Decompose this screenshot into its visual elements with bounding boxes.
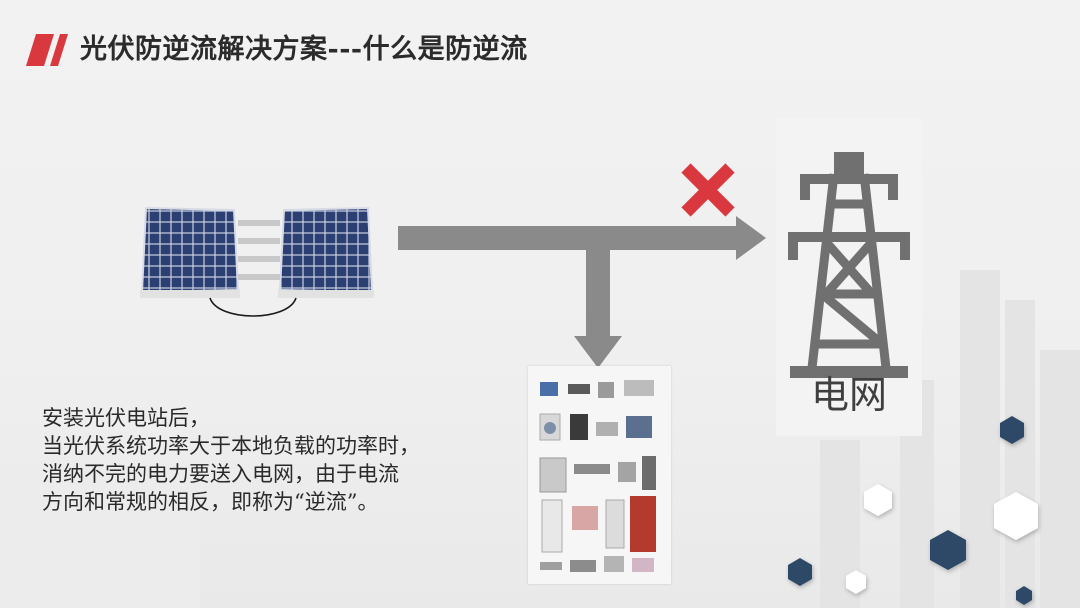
decorative-hexagons [788, 416, 1038, 605]
power-flow-arrows [398, 216, 766, 368]
description-line: 安装光伏电站后， [42, 406, 210, 430]
description-text: 安装光伏电站后， 当光伏系统功率大于本地负载的功率时， 消纳不完的电力要送入电网… [42, 404, 522, 516]
description-line: 消纳不完的电力要送入电网，由于电流 [42, 462, 399, 486]
page-title: 光伏防逆流解决方案---什么是防逆流 [80, 34, 528, 65]
grid-label: 电网 [810, 373, 887, 417]
description-line: 当光伏系统功率大于本地负载的功率时， [42, 434, 420, 458]
solar-panel-icon [140, 206, 374, 317]
arrow-to-load [574, 250, 622, 368]
power-tower-icon [788, 152, 910, 378]
description-line: 方向和常规的相反，即称为“逆流”。 [42, 490, 379, 514]
slash-bars-icon [26, 34, 68, 66]
grid-card: 电网 [776, 118, 922, 436]
home-appliances-image [528, 366, 671, 584]
red-x-icon [681, 163, 735, 217]
arrow-to-grid [398, 216, 766, 260]
